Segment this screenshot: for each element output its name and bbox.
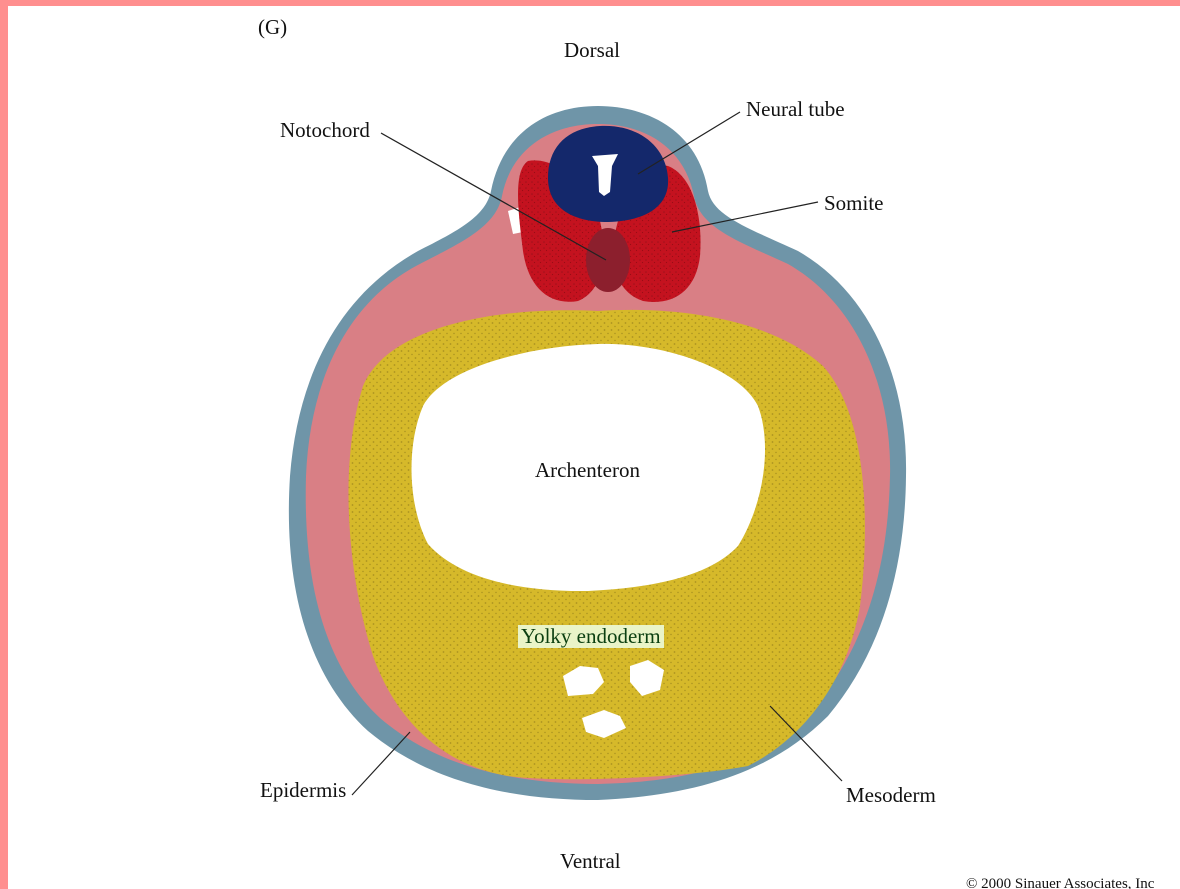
embryo-cross-section xyxy=(8,6,1180,889)
copyright-notice: © 2000 Sinauer Associates, Inc xyxy=(966,876,1154,889)
leader-epidermis xyxy=(352,732,410,795)
label-notochord: Notochord xyxy=(280,120,370,141)
label-mesoderm: Mesoderm xyxy=(846,785,936,806)
notochord xyxy=(586,228,630,292)
label-neural-tube: Neural tube xyxy=(746,99,845,120)
label-yolky-endoderm: Yolky endoderm xyxy=(518,625,664,648)
figure-frame: (G) Dorsal Ventral Neural tube Notochord… xyxy=(8,6,1180,889)
label-epidermis: Epidermis xyxy=(260,780,346,801)
orientation-dorsal: Dorsal xyxy=(564,40,620,61)
label-archenteron: Archenteron xyxy=(535,460,640,481)
label-somite: Somite xyxy=(824,193,884,214)
orientation-ventral: Ventral xyxy=(560,851,621,872)
panel-label: (G) xyxy=(258,17,287,38)
